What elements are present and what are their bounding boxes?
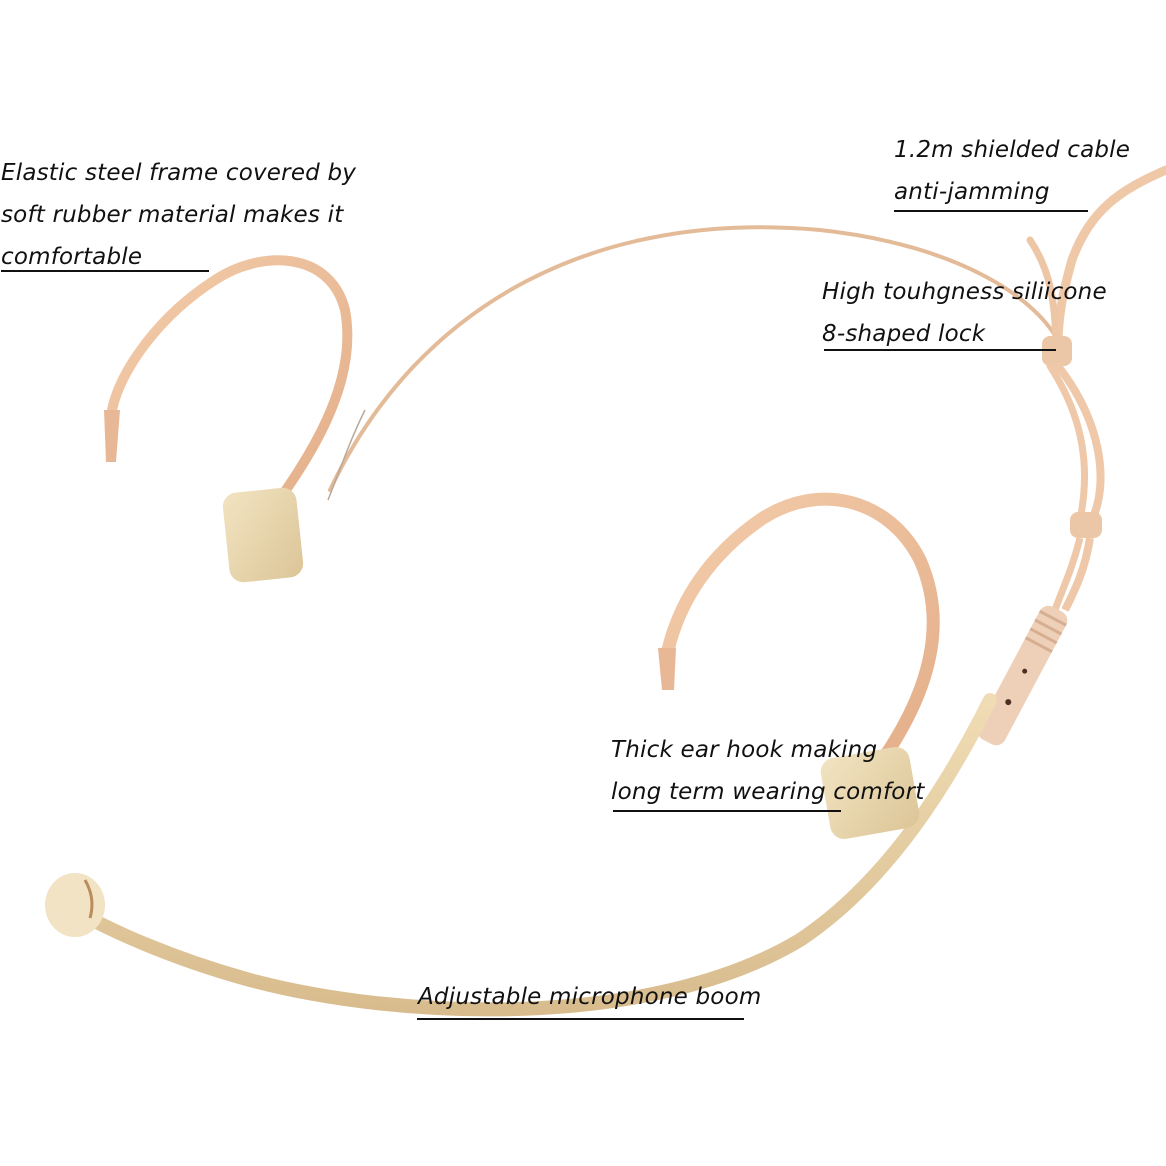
annotation-text-line: soft rubber material makes it — [1, 202, 344, 228]
left-ear-hook-tip — [104, 410, 120, 462]
microphone-boom — [71, 693, 997, 1017]
annotation-underline — [1, 270, 209, 272]
microphone-capsule — [45, 873, 105, 937]
shielded-cable — [1053, 165, 1166, 350]
annotation-underline — [613, 810, 841, 812]
annotation-shielded-cable: 1.2m shielded cable anti-jamming — [894, 129, 1130, 213]
lower-cable-lock — [1070, 512, 1102, 538]
annotation-underline — [894, 210, 1088, 212]
annotation-elastic-frame: Elastic steel frame covered by soft rubb… — [1, 152, 356, 278]
right-ear-hook — [661, 492, 940, 797]
annotation-text-line: long term wearing comfort — [611, 779, 925, 805]
annotation-microphone-boom: Adjustable microphone boom — [418, 976, 761, 1018]
annotation-text-line: Adjustable microphone boom — [418, 984, 762, 1010]
right-ear-pad — [820, 747, 920, 839]
annotation-text-line: anti-jamming — [894, 179, 1050, 205]
left-ear-pad — [222, 487, 304, 583]
annotation-underline — [824, 349, 1056, 351]
cable-connector — [977, 605, 1068, 746]
steel-frame-wire — [328, 225, 1062, 492]
annotation-silicone-lock: High touhgness siliicone 8-shaped lock — [822, 271, 1107, 355]
annotation-text-line: Thick ear hook making — [611, 737, 878, 763]
left-ear-hook — [107, 255, 353, 525]
eight-shaped-lock — [1042, 336, 1072, 366]
annotation-text-line: 8-shaped lock — [822, 321, 986, 347]
annotation-text-line: High touhgness siliicone — [822, 279, 1107, 305]
right-ear-hook-tip — [658, 648, 676, 690]
annotation-underline — [417, 1018, 744, 1020]
annotation-thick-ear-hook: Thick ear hook making long term wearing … — [611, 729, 924, 813]
annotation-text-line: 1.2m shielded cable — [894, 137, 1131, 163]
annotation-text-line: comfortable — [1, 244, 143, 270]
annotation-text-line: Elastic steel frame covered by — [1, 160, 357, 186]
